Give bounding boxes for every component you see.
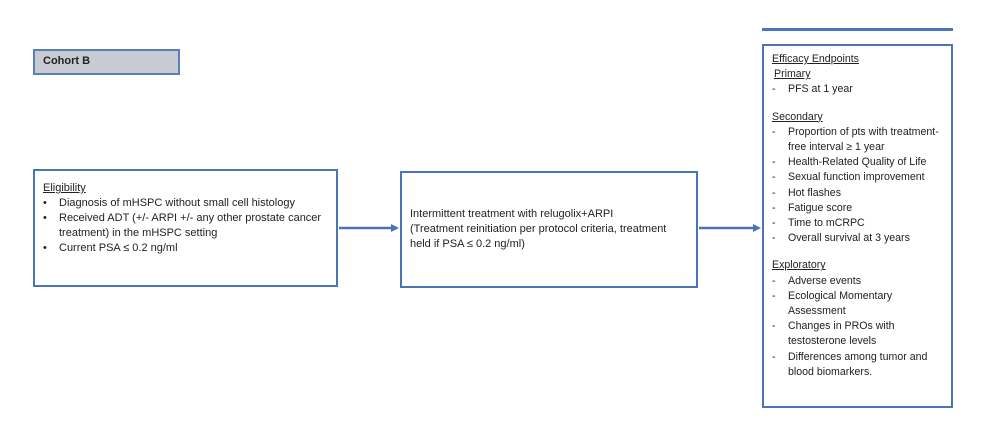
exploratory-item: Adverse events — [772, 274, 945, 289]
secondary-item: Fatigue score — [772, 201, 945, 216]
efficacy-box: Efficacy Endpoints Primary PFS at 1 year… — [762, 44, 953, 408]
secondary-list: Proportion of pts with treatment-free in… — [772, 125, 945, 247]
eligibility-item: Received ADT (+/- ARPI +/- any other pro… — [43, 211, 326, 241]
top-rule — [762, 28, 953, 31]
cohort-text: Cohort B — [43, 55, 91, 67]
treatment-line-2: (Treatment reinitiation per protocol cri… — [410, 223, 667, 250]
secondary-item: Overall survival at 3 years — [772, 231, 945, 246]
exploratory-item: Ecological Momentary Assessment — [772, 289, 945, 319]
treatment-line-1: Intermittent treatment with relugolix+AR… — [410, 208, 614, 220]
cohort-label: Cohort B — [33, 49, 180, 75]
secondary-item: Proportion of pts with treatment-free in… — [772, 125, 945, 155]
eligibility-box: Eligibility Diagnosis of mHSPC without s… — [33, 169, 338, 287]
eligibility-title: Eligibility — [43, 182, 86, 194]
secondary-item: Health-Related Quality of Life — [772, 155, 945, 170]
eligibility-list: Diagnosis of mHSPC without small cell hi… — [43, 196, 326, 256]
primary-list: PFS at 1 year — [772, 82, 945, 97]
exploratory-label: Exploratory — [772, 259, 826, 272]
eligibility-item: Diagnosis of mHSPC without small cell hi… — [43, 196, 326, 211]
exploratory-item: Changes in PROs with testosterone levels — [772, 319, 945, 349]
secondary-item: Sexual function improvement — [772, 170, 945, 185]
secondary-label: Secondary — [772, 110, 823, 123]
exploratory-item: Differences among tumor and blood biomar… — [772, 350, 945, 380]
secondary-item: Hot flashes — [772, 186, 945, 201]
primary-item: PFS at 1 year — [772, 82, 945, 97]
secondary-item: Time to mCRPC — [772, 216, 945, 231]
exploratory-list: Adverse events Ecological Momentary Asse… — [772, 274, 945, 380]
eligibility-item: Current PSA ≤ 0.2 ng/ml — [43, 241, 326, 256]
efficacy-title: Efficacy Endpoints — [772, 53, 859, 65]
primary-label: Primary — [774, 68, 811, 81]
treatment-box: Intermittent treatment with relugolix+AR… — [400, 171, 698, 288]
